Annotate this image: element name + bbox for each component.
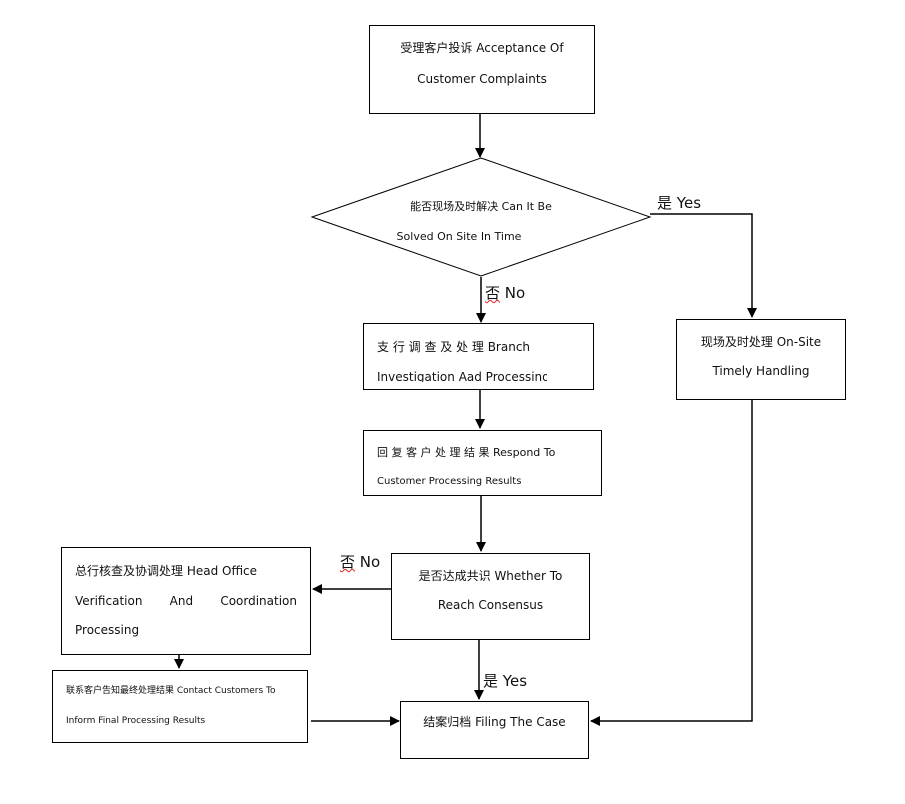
label-yes-on-site-en: Yes [676,194,702,212]
label-no-branch: 否 No [485,282,525,303]
node-consensus-line2: Reach Consensus [437,598,544,612]
node-acceptance [369,25,595,114]
node-head-office-line2: Verification And Coordination [75,594,297,608]
node-consensus-line1: 是否达成共识 Whether To [418,569,563,583]
node-on-site-line2: Timely Handling [712,364,810,378]
label-yes-filing-cn: 是 [483,672,499,690]
decision-diamond-shape [310,157,652,277]
node-acceptance-line1: 受理客户投诉 Acceptance Of [400,41,564,55]
node-decision-line2: Solved On Site In Time [396,230,522,243]
node-branch-line1: 支 行 调 查 及 处 理 Branch [377,340,531,354]
node-branch-line2: Investigation Aad Processing [377,371,547,382]
node-branch [363,323,594,390]
node-respond-line2: Customer Processing Results [377,476,522,487]
label-no-branch-en: No [504,284,526,302]
label-yes-on-site: 是 Yes [657,192,701,213]
node-filing [400,701,589,759]
node-on-site [676,319,846,400]
arrow-on-site-to-filing [590,400,753,726]
label-no-head-office: 否 No [340,551,380,572]
arrow-decision-yes-to-on-site [650,213,757,318]
label-no-head-office-en: No [359,553,381,571]
node-consensus [391,553,590,640]
node-acceptance-line2: Customer Complaints [417,72,547,86]
label-yes-on-site-cn: 是 [657,194,673,212]
node-contact-line2: Inform Final Processing Results [66,716,206,726]
node-head-office-line1: 总行核查及协调处理 Head Office [75,564,258,578]
node-respond-line1: 回 复 客 户 处 理 结 果 Respond To [377,446,556,459]
node-contact-line1: 联系客户告知最终处理结果 Contact Customers To [66,686,276,696]
node-decision-line1: 能否现场及时解决 Can It Be [410,200,552,213]
label-yes-filing-en: Yes [502,672,528,690]
node-contact [52,670,308,743]
label-no-branch-cn: 否 [485,284,501,302]
node-on-site-line1: 现场及时处理 On-Site [700,335,822,349]
node-head-office [61,547,311,655]
label-yes-filing: 是 Yes [483,670,527,691]
node-head-office-line3: Processing [75,623,140,637]
node-filing-line1: 结案归档 Filing The Case [423,715,566,729]
node-respond [363,430,602,496]
label-no-head-office-cn: 否 [340,553,356,571]
